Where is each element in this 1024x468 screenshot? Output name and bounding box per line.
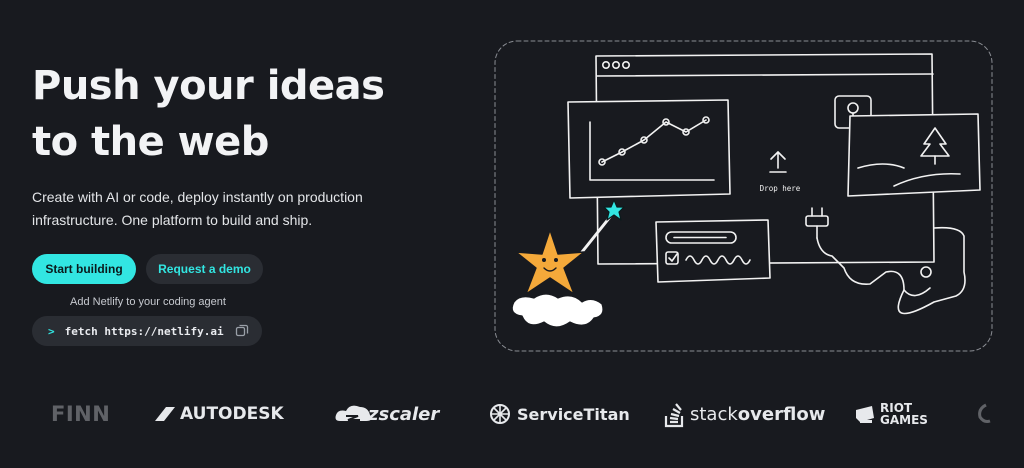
copy-icon[interactable] (234, 323, 250, 339)
autodesk-logo: AUTODESK (154, 392, 284, 436)
prompt-chevron: > (48, 324, 55, 338)
zscaler-cloud-icon (335, 405, 372, 421)
line-chart-icon (567, 99, 731, 199)
command-text: fetch https://netlify.ai (64, 324, 224, 338)
start-building-button[interactable]: Start building (32, 254, 136, 284)
hero-subtext: Create with AI or code, deploy instantly… (32, 189, 363, 228)
partial-logo-icon (976, 392, 996, 436)
headline-line-1: Push your ideas (32, 63, 385, 109)
zscaler-logo: zscaler (334, 392, 439, 436)
stack-overflow-logo: stack overflow (664, 392, 825, 436)
riot-games-wordmark: RIOT GAMES (880, 401, 928, 427)
customer-logos: FINN AUTODESK zscaler ServiceTitan stack… (0, 392, 1024, 436)
autodesk-mark-icon (155, 407, 175, 421)
form-card-icon (655, 219, 771, 283)
finn-logo: FINN (51, 402, 111, 426)
image-card-icon (847, 113, 981, 197)
servicetitan-mark-icon (490, 404, 510, 424)
command-snippet[interactable]: > fetch https://netlify.ai (32, 316, 262, 346)
drop-here-label: Drop here (760, 184, 801, 193)
request-demo-button[interactable]: Request a demo (146, 254, 263, 284)
hero-headline: Push your ideas to the web (32, 58, 452, 170)
hero-section: Push your ideas to the web Create with A… (32, 58, 452, 346)
hero-illustration[interactable]: Drop here (494, 40, 993, 352)
headline-line-2: to the web (32, 119, 269, 165)
cta-row: Start building Request a demo (32, 254, 452, 284)
riot-games-logo: RIOT GAMES (854, 392, 928, 436)
upload-arrow-icon (769, 151, 787, 173)
servicetitan-logo: ServiceTitan (489, 392, 630, 436)
star-mascot-icon (511, 199, 625, 328)
coding-agent-label: Add Netlify to your coding agent (70, 296, 226, 308)
riot-fist-icon (856, 406, 874, 423)
stack-overflow-mark-icon (664, 403, 684, 428)
plug-cable-icon (805, 207, 966, 315)
drop-zone-border (494, 40, 993, 352)
